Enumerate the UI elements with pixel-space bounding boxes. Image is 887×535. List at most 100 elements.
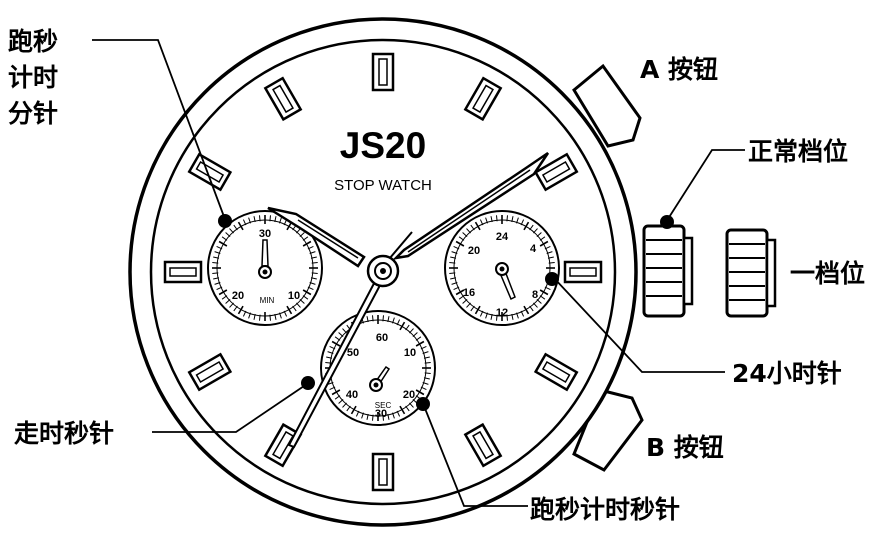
minute-hand (392, 151, 550, 260)
subdial-tick (474, 305, 481, 315)
subdial-tick (451, 282, 458, 285)
subdial-tick (342, 328, 347, 334)
subdial-24-top: 24 (496, 231, 509, 243)
subdial-tick (485, 217, 488, 224)
hour-marker (533, 152, 579, 192)
subdial-tick (350, 405, 357, 415)
subdial-tick (221, 295, 228, 300)
label-running-second: 走时秒针 (14, 419, 114, 448)
crown-first-position (725, 228, 777, 318)
chrono-minute-hand (261, 239, 269, 267)
subdial-sec-unit: SEC (375, 401, 392, 410)
subdial-tick (547, 256, 554, 259)
subdial-tick (458, 236, 465, 241)
subdial-tick (259, 314, 261, 321)
subdial-tick (269, 215, 271, 222)
subdial-tick (307, 286, 314, 291)
subdial-tick (490, 216, 493, 223)
subdial-tick (415, 340, 425, 347)
subdial-sec-left-top: 50 (347, 347, 359, 359)
subdial-tick (302, 240, 312, 247)
subdial-sec-left: 40 (346, 389, 358, 401)
subdial-tick (479, 219, 484, 226)
subdial-tick (533, 228, 538, 234)
subdial-tick (529, 305, 534, 312)
subdial-tick (546, 251, 553, 254)
label-button-a: A 按钮 (640, 55, 718, 84)
subdial-tick (455, 240, 465, 247)
subdial-tick (299, 232, 305, 237)
subdial-tick (396, 319, 401, 326)
dot-running-second (301, 376, 315, 390)
subdial-tick (412, 332, 418, 337)
subdial-sec-right: 20 (403, 389, 415, 401)
subdial-tick (233, 305, 238, 312)
subdial-tick (529, 224, 534, 231)
subdial-minute-left: 20 (232, 290, 244, 302)
dot-chrono-second (416, 397, 430, 411)
label-24hour-hand: 24小时针 (732, 359, 842, 388)
hour-marker (463, 422, 503, 468)
subdial-tick (479, 310, 484, 317)
subdial-tick (520, 219, 525, 226)
subdial-tick (399, 405, 406, 415)
subdial-tick (466, 302, 471, 308)
subdial-sec-top: 60 (376, 332, 388, 344)
subdial-tick (539, 240, 549, 247)
subdial-tick (310, 256, 317, 259)
subdial-tick (544, 245, 551, 250)
subdial-minute-top: 30 (259, 228, 271, 240)
subdial-tick (361, 412, 364, 419)
subdial-24hour: 24 4 20 16 8 12 (444, 210, 560, 326)
subdial-tick (523, 221, 530, 231)
label-chrono-minute-3: 分针 (8, 99, 58, 128)
subdial-tick (405, 324, 410, 331)
hour-marker (187, 352, 233, 392)
subdial-tick (453, 245, 460, 250)
subdial-tick (279, 217, 282, 224)
subdial-tick (213, 277, 220, 280)
button-a (572, 63, 642, 148)
subdial-tick (311, 272, 318, 274)
subdial-24-left: 16 (463, 287, 475, 299)
subdial-tick (225, 299, 231, 304)
subdial-tick (233, 224, 238, 231)
subdial-tick (253, 216, 256, 223)
subdial-tick (409, 402, 414, 408)
subdial-tick (216, 286, 223, 291)
subdial-tick (253, 313, 256, 320)
subdial-tick (212, 262, 219, 264)
subdial-tick (331, 389, 341, 396)
subdial-tick (474, 221, 481, 231)
hour-hand (267, 206, 366, 268)
subdial-tick (214, 251, 221, 254)
subdial-tick (405, 405, 410, 412)
subdial-tick (229, 302, 234, 308)
callout-lines (92, 39, 745, 507)
subdial-tick (462, 232, 468, 237)
subdial-tick (533, 302, 538, 308)
subdial-tick (329, 345, 336, 350)
subdial-tick (470, 305, 475, 312)
subdial-tick (292, 305, 297, 312)
subdial-tick (296, 302, 301, 308)
subdial-tick (422, 351, 429, 354)
subdial-tick (338, 332, 344, 337)
subdial-tick (269, 314, 271, 321)
subdial-tick (382, 315, 384, 322)
hour-marker (371, 52, 395, 92)
hour-marker (463, 76, 503, 122)
subdial-minute-unit: MIN (260, 296, 275, 305)
crown-normal-position (642, 224, 694, 318)
subdial-tick (466, 228, 471, 234)
callout-dots (218, 214, 674, 411)
subdial-tick (221, 236, 228, 241)
dot-crown-normal (660, 215, 674, 229)
label-chrono-second: 跑秒计时秒针 (530, 495, 680, 524)
subdial-tick (237, 221, 244, 231)
subdial-tick (516, 217, 519, 224)
subdial-tick (309, 251, 316, 254)
subdial-tick (424, 362, 431, 364)
subdial-tick (485, 312, 488, 319)
label-chrono-minute-2: 计时 (8, 63, 58, 92)
